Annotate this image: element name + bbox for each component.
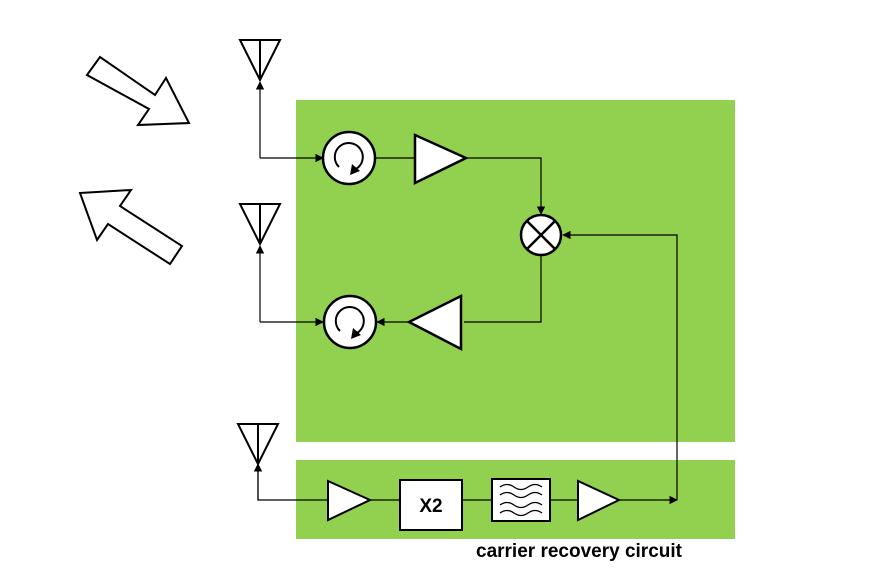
amplifier-icon bbox=[577, 479, 622, 522]
carrier-recovery-caption: carrier recovery circuit bbox=[476, 541, 682, 562]
incoming-signal-arrow-icon bbox=[85, 55, 191, 127]
antenna-icon bbox=[238, 39, 282, 83]
bandpass-filter-icon bbox=[491, 478, 551, 522]
circulator-icon bbox=[322, 294, 378, 350]
antenna-icon bbox=[236, 423, 280, 467]
outgoing-signal-arrow-icon bbox=[78, 188, 184, 266]
mixer-icon bbox=[519, 213, 563, 257]
amplifier-icon bbox=[406, 293, 463, 352]
amplifier-icon bbox=[327, 479, 373, 522]
circulator-icon bbox=[321, 130, 377, 186]
doubler-label: X2 bbox=[419, 496, 442, 517]
amplifier-icon bbox=[413, 133, 469, 186]
antenna-icon bbox=[238, 203, 282, 247]
frequency-doubler-block: X2 bbox=[399, 479, 463, 531]
